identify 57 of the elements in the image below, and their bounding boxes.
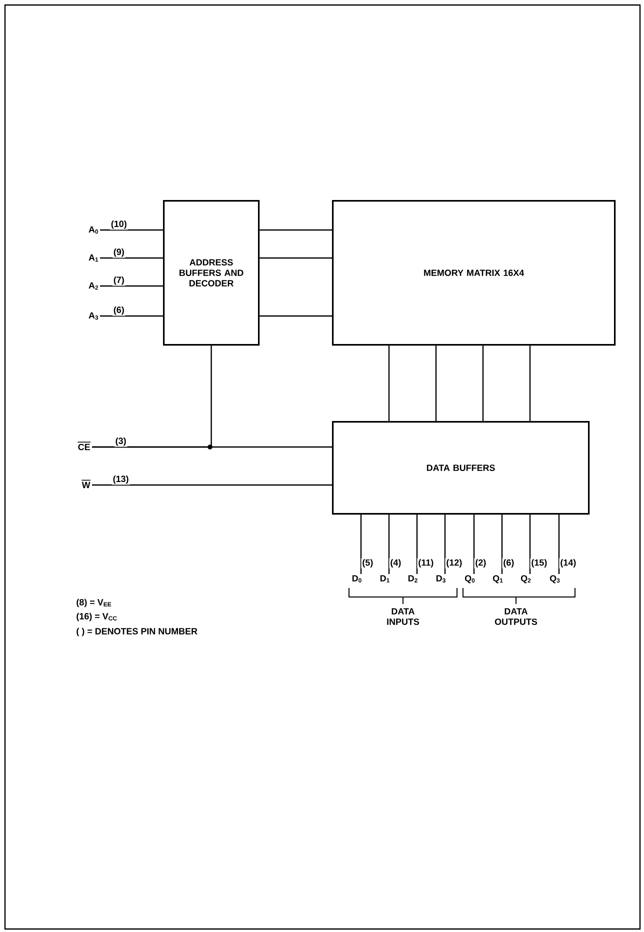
pin-number: (10) (111, 220, 126, 229)
connector-line (529, 514, 531, 574)
pin-number: (7) (114, 276, 124, 285)
connector-line (260, 257, 332, 259)
pin-label: Q$_{0}$ (464, 575, 475, 584)
pin-number: (15) (532, 559, 547, 568)
pin-label: A$_{3}$ (88, 312, 98, 320)
connector-line (100, 315, 163, 317)
pin-number: (2) (476, 559, 486, 568)
bracket-label: DATA INPUTS (387, 608, 420, 625)
connector-line (482, 346, 484, 421)
connector-line (260, 229, 332, 231)
pin-number: (14) (560, 559, 576, 568)
connector-line (388, 346, 390, 421)
connector-line (444, 514, 446, 574)
pin-number: (12) (446, 559, 462, 568)
connector-line (388, 514, 390, 574)
pin-label: Q$_{1}$ (492, 575, 503, 584)
pin-label: A$_{1}$ (88, 254, 98, 262)
connector-line (100, 229, 163, 231)
bracket-label: DATA OUTPUTS (494, 608, 538, 625)
connector-line (501, 514, 503, 574)
connector-line (92, 346, 212, 448)
pin-number: (13) (113, 475, 128, 484)
address-decoder-box: ADDRESS BUFFERS AND DECODER (163, 200, 260, 346)
connector-line (558, 514, 560, 574)
pin-label: D$_{3}$ (436, 575, 446, 583)
pin-number: (3) (116, 437, 126, 446)
connector-line (473, 514, 475, 574)
note: (8) = V$_{EE}$ (76, 598, 112, 608)
pin-label: W (81, 480, 91, 488)
pin-number: (6) (114, 306, 124, 315)
connector-line (92, 484, 332, 486)
pin-label: Q$_{2}$ (520, 575, 531, 584)
pin-label: CE (77, 442, 91, 450)
connector-line (100, 285, 163, 287)
note: ( ) = DENOTES PIN NUMBER (76, 628, 198, 636)
pin-label: A$_{0}$ (88, 226, 98, 234)
connector-line (360, 514, 362, 574)
data-buffers-box: DATA BUFFERS (332, 421, 590, 515)
pin-label: D$_{2}$ (408, 575, 418, 582)
connector-line (260, 315, 332, 317)
pin-number: (6) (504, 559, 514, 568)
pin-label: D$_{1}$ (380, 575, 390, 582)
connector-line (100, 257, 163, 259)
memory-matrix-box: MEMORY MATRIX 16X4 (332, 200, 616, 346)
connector-line (416, 514, 418, 574)
pin-number: (11) (418, 559, 434, 568)
pin-number: (4) (390, 559, 401, 568)
connector-line (435, 346, 437, 421)
pin-label: A$_{2}$ (88, 282, 98, 290)
pin-label: D$_{0}$ (352, 575, 362, 583)
pin-number: (5) (362, 559, 373, 568)
pin-number: (9) (114, 248, 124, 257)
note: (16) = V$_{CC}$ (76, 612, 117, 622)
pin-label: Q$_{3}$ (550, 575, 560, 584)
connector-line (529, 346, 531, 421)
